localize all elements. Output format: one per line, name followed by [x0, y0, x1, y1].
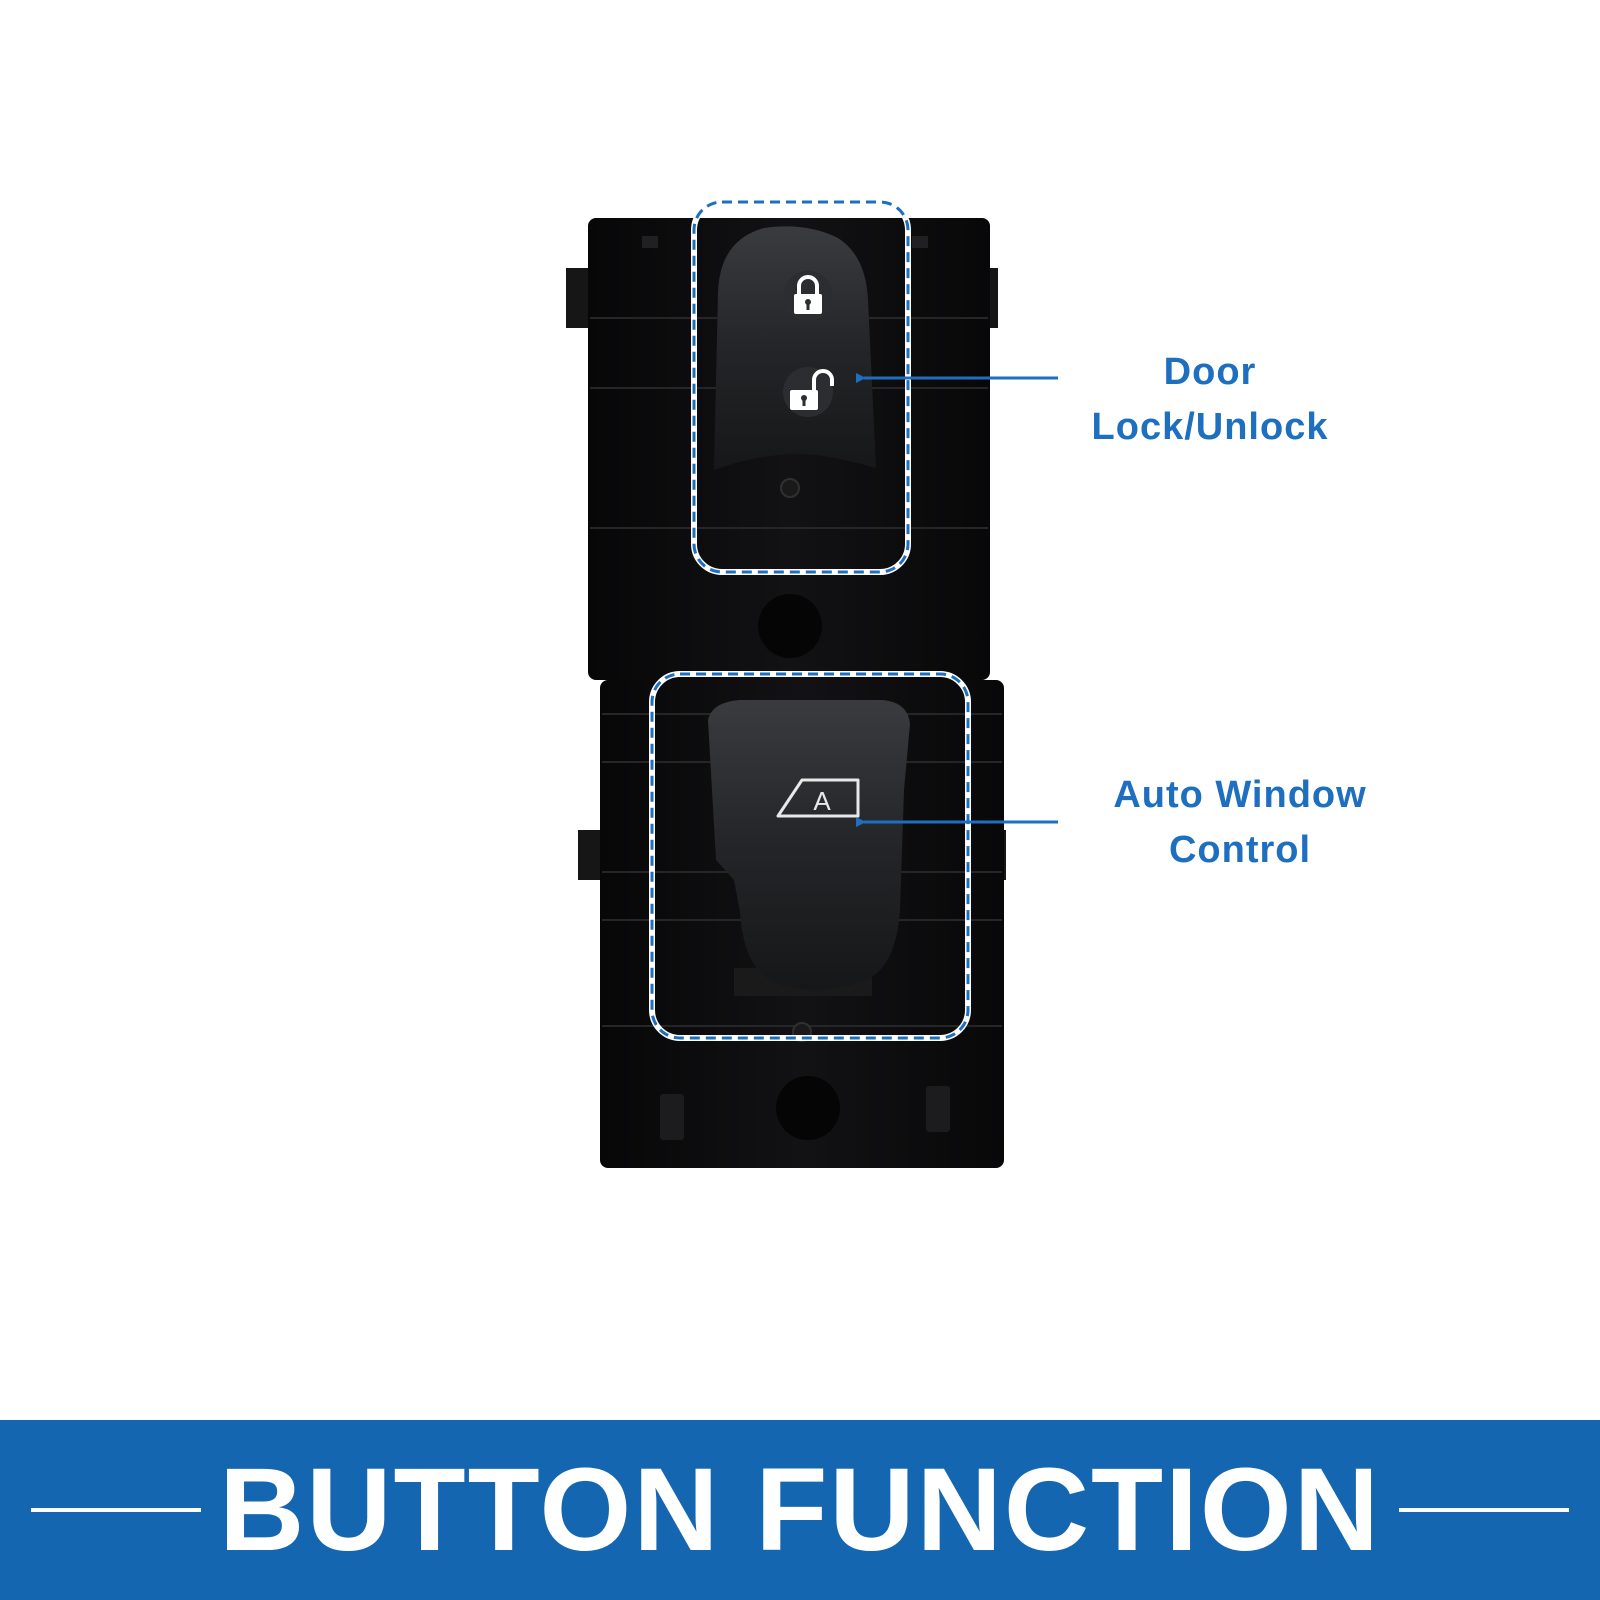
- lock-unlock-button[interactable]: [714, 226, 876, 470]
- auto-window-button[interactable]: A: [708, 700, 910, 996]
- callout-auto-window: Auto Window Control: [1040, 768, 1440, 878]
- bottom-banner: BUTTON FUNCTION: [0, 1420, 1600, 1600]
- callout-door-line1: Door: [1163, 351, 1257, 393]
- banner-background: [0, 1420, 1600, 1600]
- auto-window-icon: A: [776, 778, 860, 818]
- auto-window-icon-letter: A: [813, 786, 831, 816]
- lock-icon: [783, 271, 833, 321]
- banner-title: BUTTON FUNCTION: [219, 1444, 1381, 1576]
- callout-door-lock: Door Lock/Unlock: [1040, 345, 1380, 455]
- callout-window-line2: Control: [1168, 829, 1312, 871]
- callout-door-line2: Lock/Unlock: [1091, 406, 1329, 448]
- banner-rule-left: [31, 1508, 202, 1512]
- callout-window-line1: Auto Window: [1113, 774, 1367, 816]
- highlight-box-door-lock: [691, 199, 911, 575]
- unlock-icon: [783, 367, 834, 417]
- highlight-box-auto-window: [649, 671, 971, 1041]
- mounting-hole: [776, 1076, 840, 1140]
- mounting-hole: [758, 594, 822, 658]
- banner-rule-right: [1398, 1508, 1569, 1512]
